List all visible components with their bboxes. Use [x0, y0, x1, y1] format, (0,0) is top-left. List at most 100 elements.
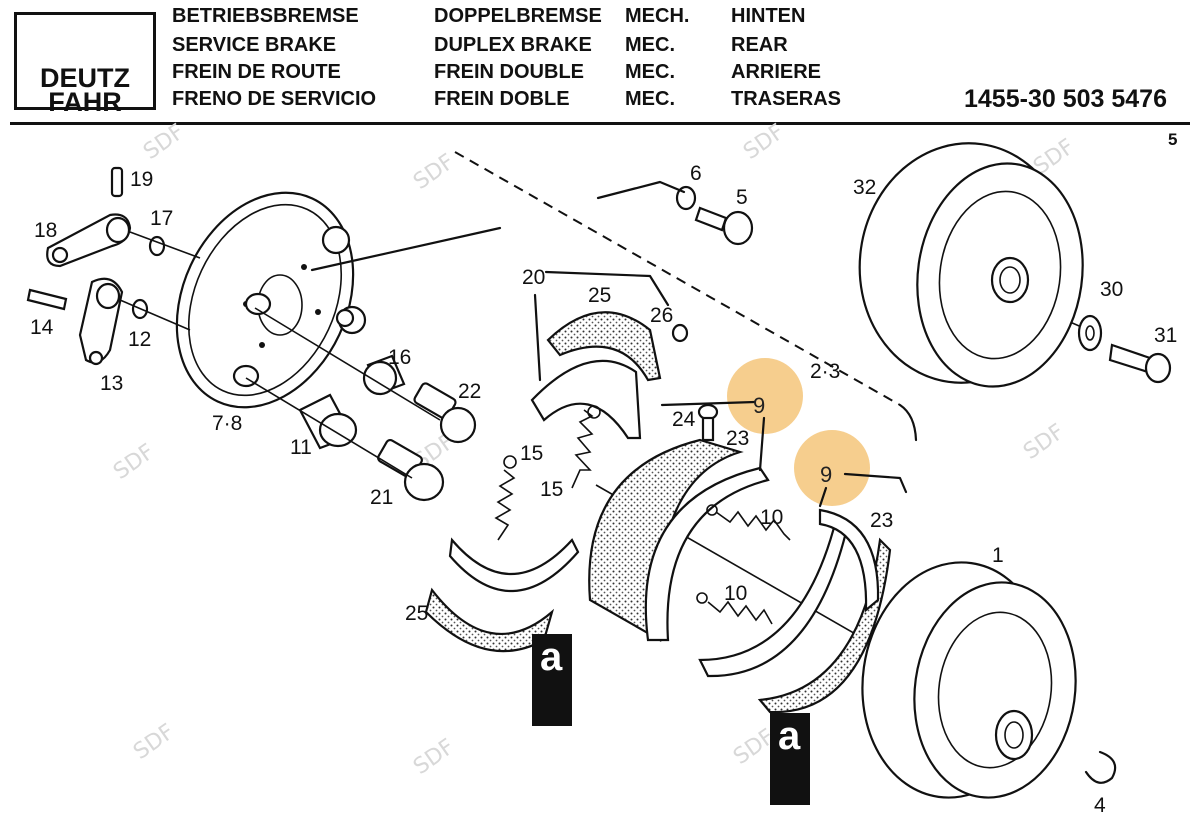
label-6: 6: [690, 162, 702, 185]
shoe-20-leader: [544, 270, 670, 307]
label-23-upper: 23: [726, 427, 749, 450]
label-15-upper: 15: [520, 442, 543, 465]
bolt-leader: [596, 180, 686, 200]
label-16: 16: [388, 346, 411, 369]
lever-arm-upper: [46, 166, 166, 268]
watermark-5: SDF: [109, 439, 159, 484]
brake-shoe-lower-left: [424, 537, 580, 653]
label-2-3: 2·3: [810, 360, 840, 383]
part9-stem-upper: [758, 416, 766, 472]
watermark-9: SDF: [409, 734, 459, 779]
label-10-lower: 10: [724, 582, 747, 605]
pins-top: [321, 225, 367, 335]
washer-30: [1077, 314, 1103, 352]
label-4: 4: [1094, 794, 1106, 817]
label-12: 12: [128, 328, 151, 351]
circlip-4: [1084, 750, 1117, 784]
lever-arm-lower: [26, 277, 149, 366]
label-18: 18: [34, 219, 57, 242]
bolt-5: [675, 185, 754, 246]
watermark-2: SDF: [409, 149, 459, 194]
label-15-lower: 15: [540, 478, 563, 501]
brake-shoe-center-left: [588, 438, 770, 642]
bushing-16: [362, 354, 406, 396]
type-en: DUPLEX BRAKE: [434, 34, 592, 56]
label-25-lower: 25: [405, 602, 428, 625]
pos-en: REAR: [731, 34, 788, 56]
label-32: 32: [853, 176, 876, 199]
title-es: FRENO DE SERVICIO: [172, 88, 377, 110]
highlight-circle-9-upper: [727, 358, 803, 434]
label-26: 26: [650, 304, 673, 327]
adjuster-21: [377, 438, 445, 502]
lower-shaft-line: [119, 299, 191, 331]
part-number: 1455-30 503 5476: [964, 85, 1167, 113]
label-13: 13: [100, 372, 123, 395]
highlight-circle-9-lower: [794, 430, 870, 506]
watermark-7: SDF: [1019, 419, 1069, 464]
plate-leader: [310, 226, 502, 272]
brake-drum-32: [858, 142, 1084, 388]
logo-fahr: FAHR: [48, 87, 122, 117]
label-17: 17: [150, 207, 173, 230]
mech-de: MECH.: [625, 5, 690, 27]
label-24: 24: [672, 408, 696, 431]
marker-a-right: a: [770, 713, 810, 805]
part9-stem-lower: [818, 486, 828, 508]
mech-es: MEC.: [625, 88, 675, 110]
type-de: DOPPELBREMSE: [434, 5, 602, 27]
label-1: 1: [992, 544, 1004, 567]
page-number: 5: [1168, 130, 1178, 149]
spring-10-lower: [696, 592, 773, 625]
brake-drum-1: [861, 561, 1077, 799]
label-22: 22: [458, 380, 481, 403]
bolt-31: [1108, 343, 1172, 384]
label-20: 20: [522, 266, 545, 289]
mech-en: MEC.: [625, 34, 675, 56]
adjuster-22: [413, 382, 477, 444]
brake-shoe-center-right: [698, 508, 892, 714]
title-fr: FREIN DE ROUTE: [172, 61, 341, 83]
label-9-lower: 9: [820, 462, 832, 487]
label-14: 14: [30, 316, 54, 339]
label-11: 11: [290, 436, 312, 459]
part9-leader-upper: [660, 400, 757, 407]
logo-deutz: DEUTZ: [40, 63, 130, 93]
label-5: 5: [736, 186, 748, 209]
spring-15-lower: [494, 455, 517, 541]
watermark-3: SDF: [739, 119, 789, 164]
axis-guide-top: [454, 151, 901, 406]
label-10-upper: 10: [760, 506, 783, 529]
watermark-1: SDF: [139, 119, 189, 164]
type-fr: FREIN DOUBLE: [434, 61, 584, 83]
bushing-axis-lower: [245, 377, 413, 479]
label-23-lower: 23: [870, 509, 893, 532]
pos-de: HINTEN: [731, 5, 806, 27]
header-rule: [10, 122, 1190, 125]
label-7-8: 7·8: [212, 412, 242, 435]
svg-text:a: a: [778, 714, 801, 758]
spring-10-upper: [706, 504, 791, 541]
title-de: BETRIEBSBREMSE: [172, 5, 359, 27]
svg-text:a: a: [540, 635, 563, 679]
brake-shoe-upper: [530, 311, 689, 440]
spring-15-upper: [571, 405, 601, 489]
backing-plate: [175, 191, 355, 409]
label-31: 31: [1154, 324, 1177, 347]
label-25-upper: 25: [588, 284, 611, 307]
watermark-8: SDF: [129, 719, 179, 764]
label-9-upper: 9: [753, 393, 765, 418]
pin-24: [697, 403, 719, 442]
pos-fr: ARRIERE: [731, 61, 822, 83]
type-es: FREIN DOBLE: [434, 88, 570, 110]
title-en: SERVICE BRAKE: [172, 34, 337, 56]
marker-a-left: a: [532, 634, 572, 726]
shoe-20-stem: [533, 293, 542, 382]
axis-guide-hook: [898, 403, 918, 442]
bushing-axis-upper: [254, 307, 441, 421]
pos-es: TRASERAS: [731, 88, 842, 110]
label-21: 21: [370, 486, 393, 509]
mech-fr: MEC.: [625, 61, 675, 83]
part9-leader-lower: [843, 472, 908, 494]
